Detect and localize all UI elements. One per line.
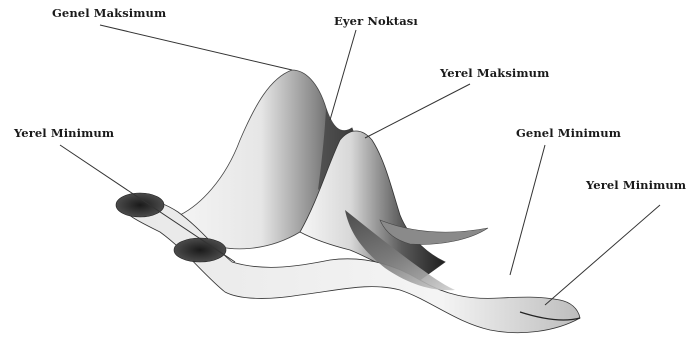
leader-global-minimum — [510, 145, 545, 275]
label-global-minimum: Genel Minimum — [516, 126, 621, 140]
leader-local-minimum-right — [545, 205, 660, 305]
label-local-maximum: Yerel Maksimum — [440, 66, 549, 80]
label-saddle-point: Eyer Noktası — [334, 14, 418, 28]
leader-saddle-point — [330, 30, 356, 120]
leader-global-maximum — [100, 25, 292, 70]
label-local-minimum-left: Yerel Minimum — [14, 126, 114, 140]
left-pit-upper — [116, 193, 164, 217]
label-local-minimum-right: Yerel Minimum — [586, 178, 686, 192]
label-global-maximum: Genel Maksimum — [52, 6, 166, 20]
leader-local-maximum — [365, 84, 470, 138]
left-pit-lower — [174, 238, 226, 262]
